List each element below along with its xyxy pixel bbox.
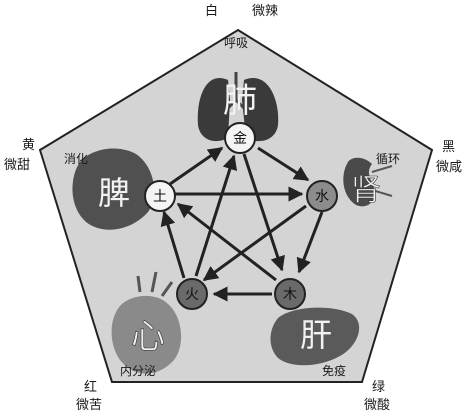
spleen-character: 脾 [98, 174, 130, 212]
bottom-right-color-label: 绿 [372, 380, 386, 395]
arrow-water-to-wood [296, 211, 324, 274]
arrow-water-to-fire [202, 204, 307, 282]
water-node [306, 180, 338, 212]
pentagon-background [38, 28, 434, 383]
metal-node [224, 122, 256, 154]
left-taste-label: 微甜 [4, 158, 31, 173]
left-color-label: 黄 [22, 138, 36, 153]
spleen-illustration [72, 148, 155, 230]
top-color-label: 白 [205, 4, 219, 19]
kidney-character: 肾 [351, 173, 381, 208]
top-taste-label: 微辣 [252, 4, 279, 19]
bottom-left-taste-label: 微苦 [76, 398, 103, 413]
water-label: 水 [315, 189, 329, 205]
arrow-wood-to-earth [176, 202, 277, 282]
bottom-left-color-label: 红 [84, 380, 98, 395]
top-function-label: 呼吸 [224, 36, 249, 50]
arrow-metal-to-wood [242, 153, 285, 272]
bottom-left-function-label: 内分泌 [120, 364, 157, 378]
fire-node [176, 278, 208, 310]
fire-label: 火 [185, 287, 199, 303]
lung-character: 肺 [223, 81, 257, 121]
right-color-label: 黑 [442, 140, 456, 155]
arrow-earth-to-metal [169, 146, 224, 186]
earth-label: 土 [153, 189, 167, 205]
right-function-label: 循环 [376, 152, 401, 166]
arrow-fire-to-metal [194, 154, 238, 277]
lung-illustration [197, 72, 279, 142]
bottom-right-function-label: 免疫 [322, 364, 347, 378]
metal-label: 金 [233, 131, 247, 147]
earth-node [144, 180, 176, 212]
wood-label: 木 [283, 287, 297, 303]
bottom-right-taste-label: 微酸 [364, 398, 391, 413]
liver-character: 肝 [300, 316, 332, 354]
heart-character: 心 [131, 317, 165, 357]
arrow-metal-to-water [257, 146, 310, 182]
right-taste-label: 微咸 [436, 160, 463, 175]
left-function-label: 消化 [64, 152, 89, 166]
liver-illustration [270, 307, 360, 366]
kidney-illustration [343, 157, 393, 207]
wood-node [274, 278, 306, 310]
arrow-fire-to-earth [160, 210, 186, 279]
heart-illustration [111, 271, 182, 374]
